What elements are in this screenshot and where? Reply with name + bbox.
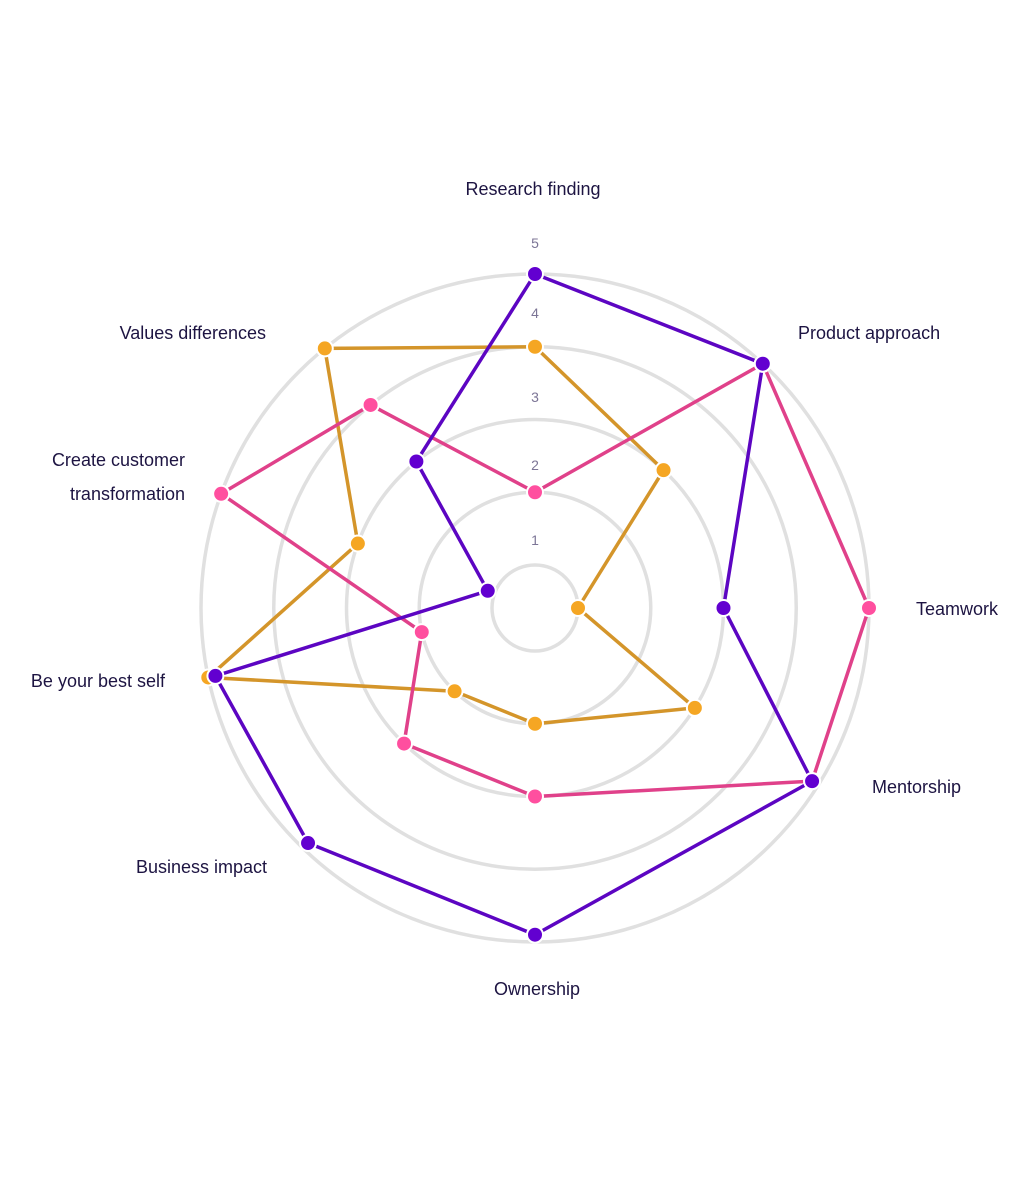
category-label-line: Research finding — [465, 179, 600, 199]
category-label: Business impact — [136, 857, 267, 877]
radial-tick-label: 5 — [531, 235, 539, 251]
data-point-purple — [753, 354, 772, 373]
grid-ring — [490, 563, 580, 653]
data-point-purple — [299, 834, 318, 853]
data-point-purple — [714, 599, 733, 617]
data-point-pink — [212, 484, 231, 503]
data-point-purple — [407, 452, 426, 471]
data-point-pink — [395, 734, 414, 753]
category-label-line: Be your best self — [31, 671, 166, 691]
series-line-purple — [213, 272, 814, 937]
category-label: Product approach — [798, 323, 940, 343]
category-label-line: Business impact — [136, 857, 267, 877]
data-point-pink — [860, 599, 878, 617]
category-label-line: Ownership — [494, 979, 580, 999]
data-point-orange — [445, 682, 464, 701]
category-label-line: Product approach — [798, 323, 940, 343]
data-point-orange — [526, 337, 544, 356]
data-point-orange — [315, 339, 334, 358]
data-point-orange — [526, 714, 544, 733]
data-point-pink — [412, 623, 431, 642]
radial-tick-label: 4 — [531, 305, 539, 321]
category-label-line: Mentorship — [872, 777, 961, 797]
category-label: Mentorship — [872, 777, 961, 797]
series-line-pink — [219, 361, 871, 799]
data-point-orange — [654, 461, 673, 480]
radial-tick-label: 2 — [531, 457, 539, 473]
category-label: Create customer transformation — [52, 450, 185, 504]
category-label-line: Teamwork — [916, 599, 999, 619]
data-point-orange — [685, 698, 704, 717]
category-label: Values differences — [120, 323, 266, 343]
data-point-purple — [206, 666, 225, 685]
category-label: Teamwork — [916, 599, 999, 619]
data-point-pink — [526, 787, 544, 806]
data-point-purple — [478, 581, 497, 600]
category-label: Research finding — [465, 179, 600, 199]
data-point-purple — [526, 265, 544, 283]
category-label-line: transformation — [70, 484, 185, 504]
radial-tick-label: 1 — [531, 532, 539, 548]
category-label-line: Create customer — [52, 450, 185, 470]
data-point-orange — [348, 534, 367, 553]
radial-tick-label: 3 — [531, 389, 539, 405]
data-point-purple — [526, 925, 544, 944]
category-label: Be your best self — [31, 671, 166, 691]
series-line-orange — [206, 345, 697, 726]
data-point-orange — [569, 599, 587, 617]
category-label-line: Values differences — [120, 323, 266, 343]
data-point-purple — [803, 772, 822, 791]
data-point-pink — [361, 395, 380, 414]
data-point-pink — [526, 483, 544, 502]
category-label: Ownership — [494, 979, 580, 999]
